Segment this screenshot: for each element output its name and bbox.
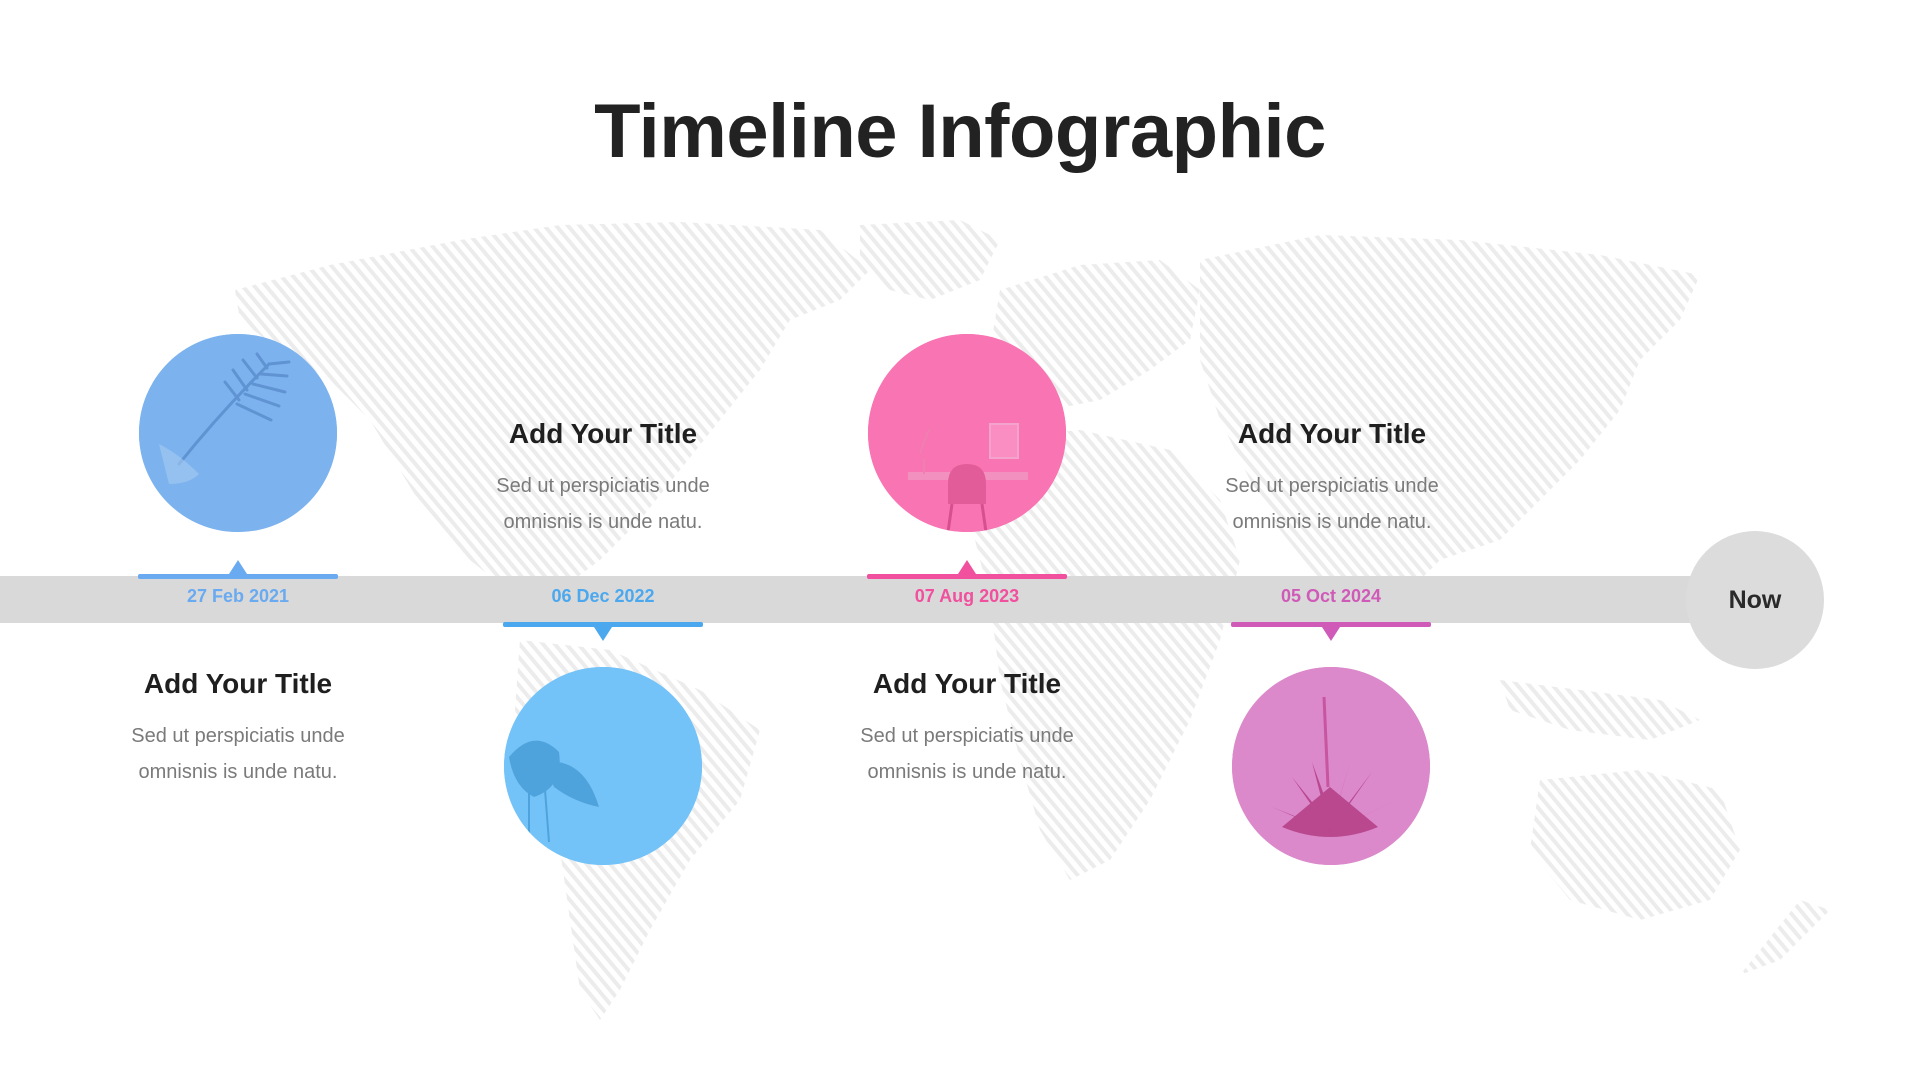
item-3-title: Add Your Title xyxy=(872,668,1062,699)
item-1-accent-line xyxy=(138,574,338,579)
item-1-pointer xyxy=(229,560,247,574)
item-2-pointer xyxy=(594,627,612,641)
item-3-image xyxy=(868,334,1066,532)
chair-desk-icon xyxy=(868,334,1066,532)
item-2-text: Add Your Title Sed ut perspiciatis unde … xyxy=(443,418,763,540)
item-3-text: Add Your Title Sed ut perspiciatis unde … xyxy=(807,668,1127,790)
item-1-date: 27 Feb 2021 xyxy=(186,586,290,606)
item-1-description: Sed ut perspiciatis unde omnisnis is und… xyxy=(131,725,345,783)
item-3-accent-line xyxy=(867,574,1067,579)
item-2-date: 06 Dec 2022 xyxy=(551,586,655,606)
succulent-icon xyxy=(1232,667,1430,865)
item-4-title: Add Your Title xyxy=(1237,418,1427,449)
item-4-image xyxy=(1232,667,1430,865)
now-label: Now xyxy=(1728,585,1782,614)
item-2-description: Sed ut perspiciatis unde omnisnis is und… xyxy=(496,475,710,533)
item-1-title: Add Your Title xyxy=(143,668,333,699)
item-4-description: Sed ut perspiciatis unde omnisnis is und… xyxy=(1225,475,1439,533)
item-4-text: Add Your Title Sed ut perspiciatis unde … xyxy=(1172,418,1492,540)
item-1-text: Add Your Title Sed ut perspiciatis unde … xyxy=(78,668,398,790)
item-4-date: 05 Oct 2024 xyxy=(1280,586,1382,606)
item-1-image xyxy=(139,334,337,532)
now-marker: Now xyxy=(1686,531,1824,669)
plant-leaves-icon xyxy=(504,667,702,865)
item-4-accent-line xyxy=(1231,622,1431,627)
page-title: Timeline Infographic xyxy=(594,89,1326,174)
item-2-title: Add Your Title xyxy=(508,418,698,449)
timeline-bar xyxy=(0,576,1720,623)
item-2-accent-line xyxy=(503,622,703,627)
item-2-image xyxy=(504,667,702,865)
item-3-description: Sed ut perspiciatis unde omnisnis is und… xyxy=(860,725,1074,783)
palm-leaf-icon xyxy=(139,334,337,532)
item-3-pointer xyxy=(958,560,976,574)
item-3-date: 07 Aug 2023 xyxy=(914,586,1020,606)
item-4-pointer xyxy=(1322,627,1340,641)
